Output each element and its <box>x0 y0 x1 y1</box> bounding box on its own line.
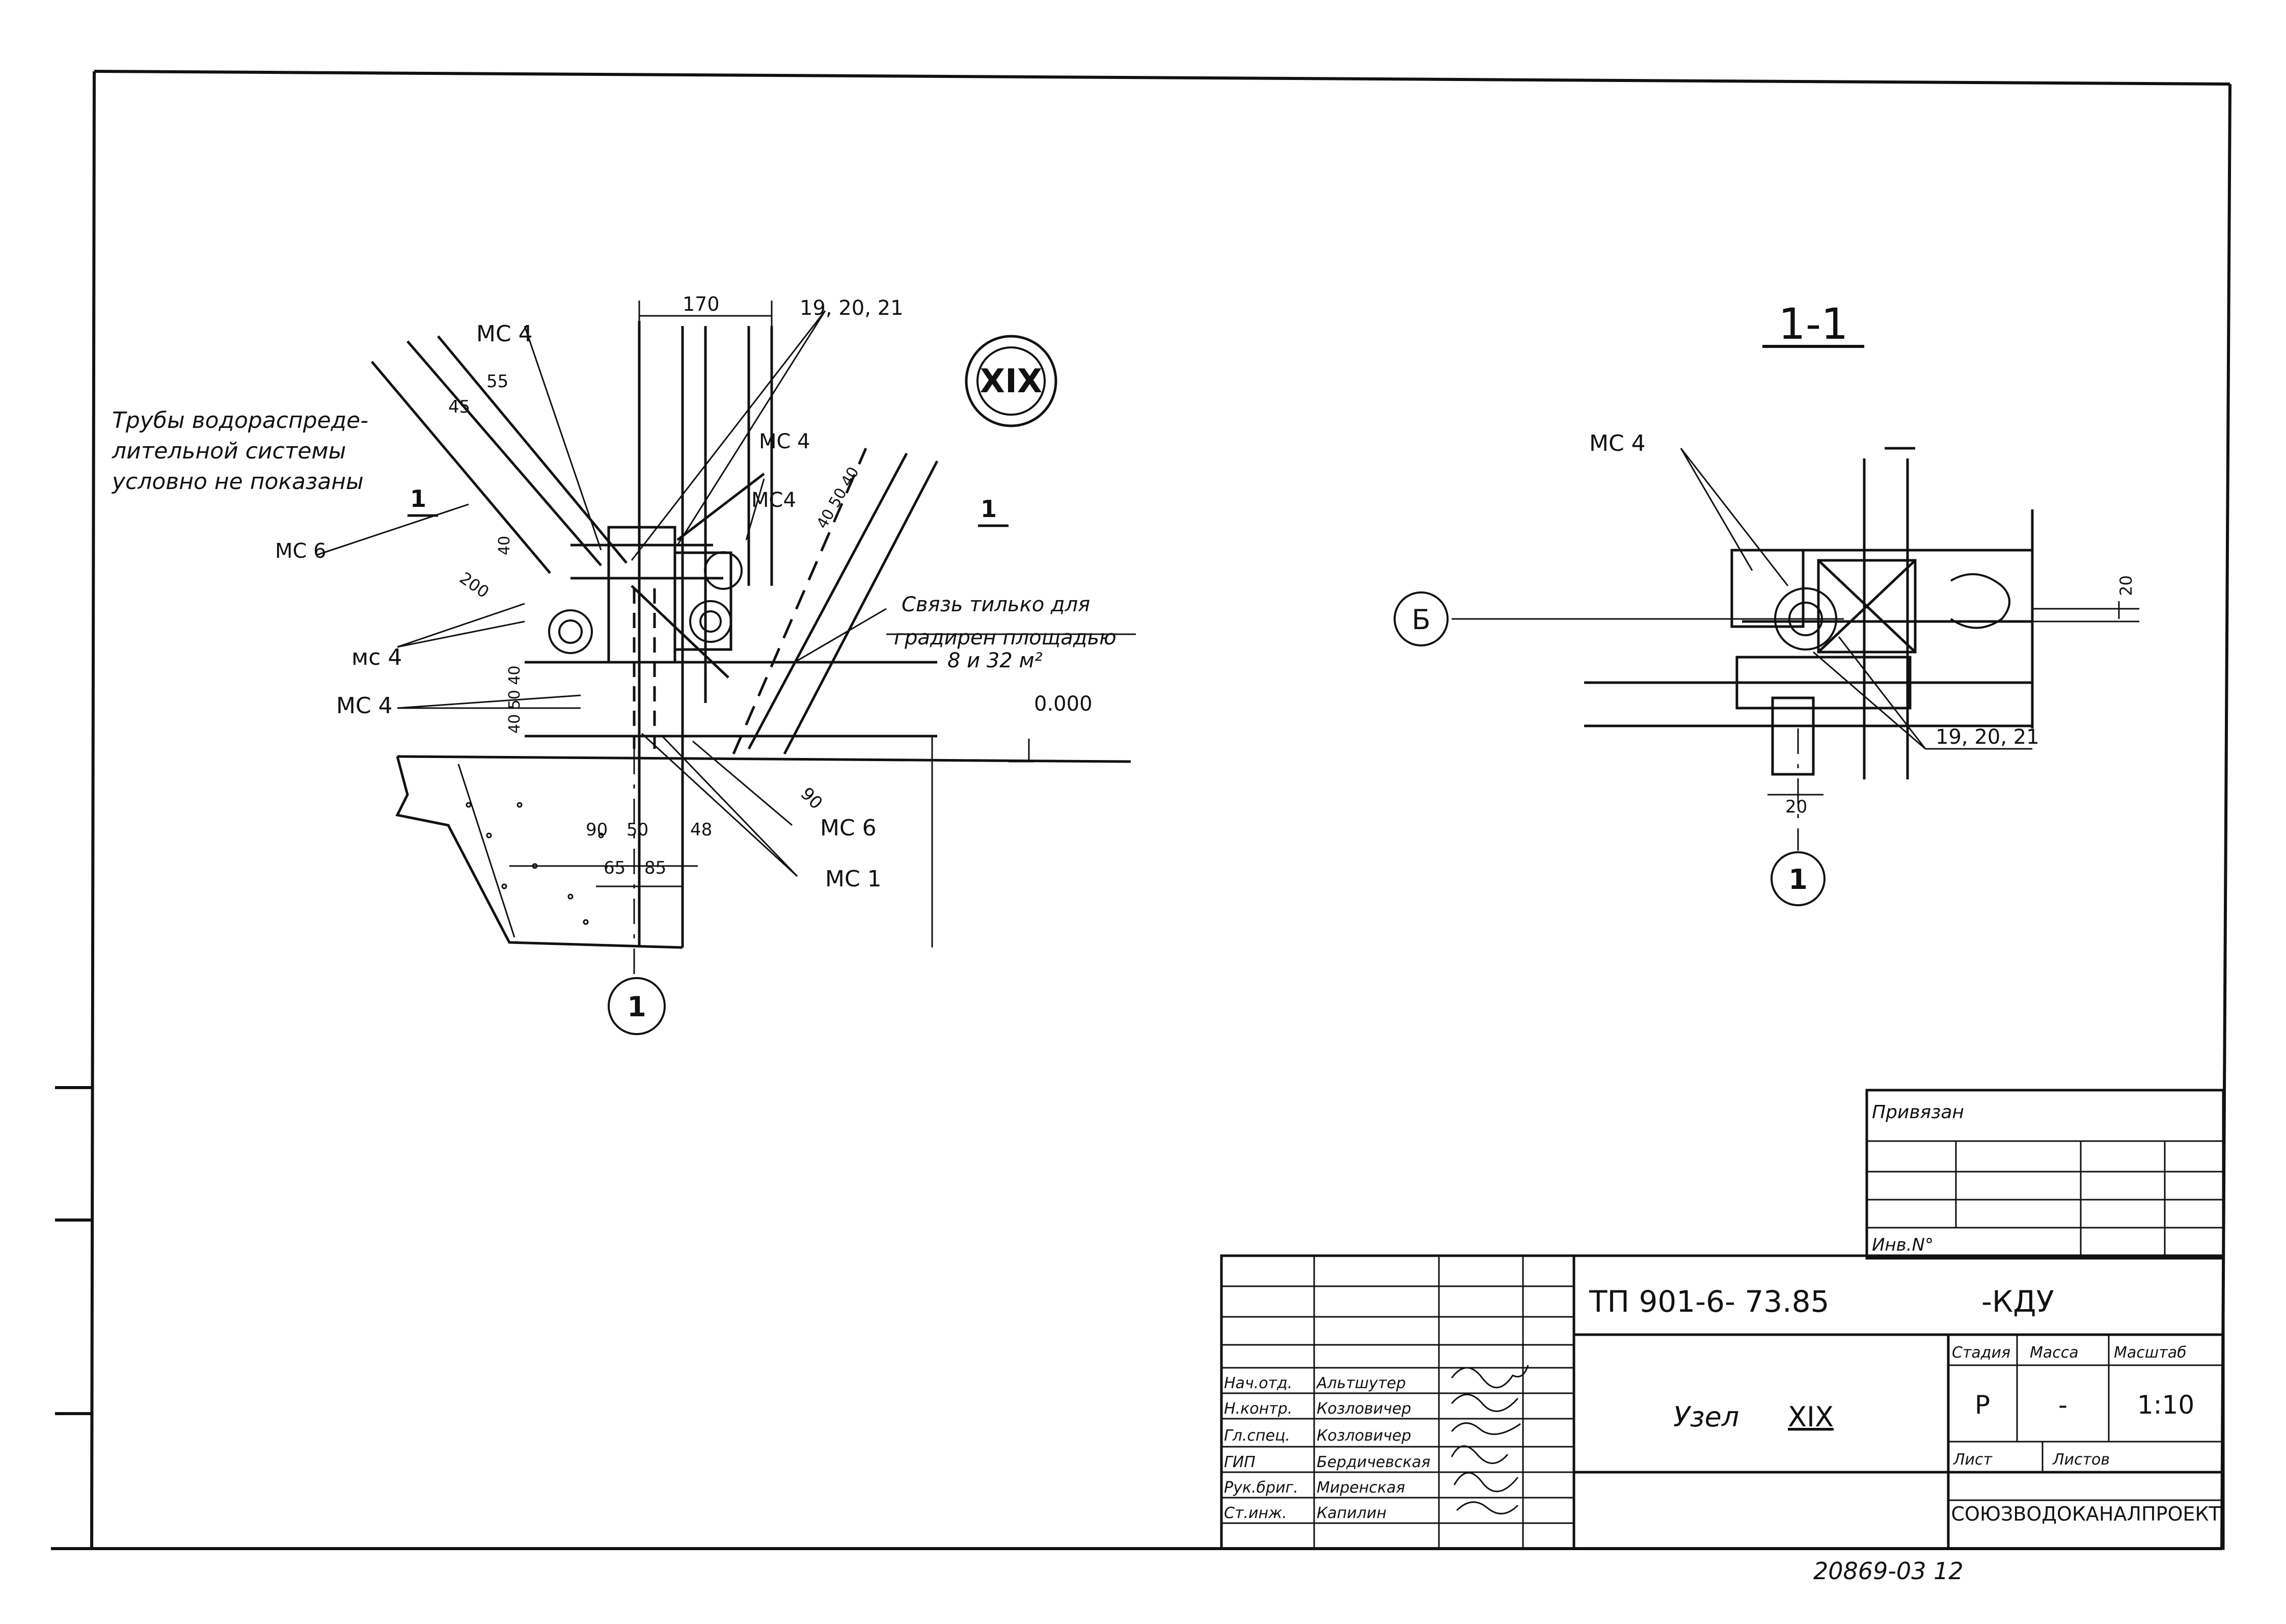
drawing-name-node: XIX <box>1788 1401 1834 1433</box>
title-block-text: Привязан Инв.N° ТП 901-6- 73.85 -КДУ Узе… <box>1224 1102 2221 1585</box>
node-view <box>315 301 1136 1035</box>
note-pipes-line1: Трубы водораспреде- <box>112 408 368 434</box>
staff-role: Н.контр. <box>1224 1400 1292 1418</box>
privyazan-label: Привязан <box>1872 1102 1964 1123</box>
section-label-mc4: МС 4 <box>1589 430 1646 456</box>
staff-role: Ст.инж. <box>1224 1504 1287 1522</box>
staff-name: Козловичер <box>1317 1400 1411 1418</box>
section-label-parts: 19, 20, 21 <box>1936 725 2039 749</box>
title-block <box>1220 1089 2225 1550</box>
note-bracing-line2: градирен площадью <box>894 626 1117 649</box>
signatures <box>1451 1365 1529 1514</box>
footer-number: 20869-03 12 <box>1813 1557 1964 1585</box>
staff-name: Козловичер <box>1317 1427 1411 1445</box>
dim-85: 85 <box>644 858 666 878</box>
label-mc4-left1: мс 4 <box>351 644 402 670</box>
section-dim-20-right: 20 <box>2116 575 2136 596</box>
label-mc1: МС 1 <box>825 866 882 892</box>
drawing-name: Узел <box>1673 1401 1739 1433</box>
inv-no-label: Инв.N° <box>1872 1235 1934 1255</box>
dim-55: 55 <box>486 371 508 392</box>
note-bracing-line3: 8 и 32 м² <box>947 649 1043 672</box>
sheet-label: Лист <box>1953 1451 1993 1469</box>
label-mc4-right1: МС 4 <box>759 430 810 453</box>
label-mc4-top: МС 4 <box>476 321 533 347</box>
staff-role: ГИП <box>1224 1453 1256 1471</box>
staff-name: Бердичевская <box>1317 1453 1430 1471</box>
section-mark-right: 1 <box>981 495 997 523</box>
section-view <box>1394 345 2139 906</box>
section-mark-left: 1 <box>410 485 426 512</box>
note-bracing-line1: Связь тилько для <box>902 593 1090 616</box>
label-mc4-right2: МС4 <box>751 489 796 512</box>
value-stage: Р <box>1975 1390 1990 1420</box>
dim-200: 200 <box>456 568 493 602</box>
dim-170: 170 <box>683 293 720 315</box>
dim-40-50-40-vert: 40 50 40 <box>506 665 524 734</box>
staff-list: Нач.отд. Альтшутер Н.контр. Козловичер Г… <box>1224 1374 1430 1522</box>
node-mark: XIX <box>980 363 1043 400</box>
section-dim-20-bottom: 20 <box>1785 797 1807 817</box>
section-view-labels: 1-1 МС 4 20 19, 20, 21 20 Б 1 <box>1411 299 2136 896</box>
value-scale: 1:10 <box>2137 1390 2194 1420</box>
drawing-code-suffix: -КДУ <box>1981 1284 2054 1319</box>
staff-name: Капилин <box>1317 1504 1386 1522</box>
col-scale: Масштаб <box>2114 1344 2187 1362</box>
staff-role: Рук.бриг. <box>1224 1479 1298 1497</box>
level-0000: 0.000 <box>1034 692 1093 716</box>
staff-role: Гл.спец. <box>1224 1427 1290 1445</box>
axis-label-1-section: 1 <box>1788 863 1808 896</box>
col-mass: Масса <box>2030 1344 2079 1362</box>
label-mc6-left: МС 6 <box>275 539 326 563</box>
section-title: 1-1 <box>1778 299 1848 349</box>
dim-40: 40 <box>496 536 513 555</box>
staff-role: Нач.отд. <box>1224 1374 1292 1392</box>
note-pipes-line3: условно не показаны <box>111 469 364 495</box>
dim-45: 45 <box>448 397 470 417</box>
dim-40-50-40-diag: 40 50 40 <box>813 464 863 532</box>
dim-65: 65 <box>604 858 625 878</box>
label-mc4-left2: МС 4 <box>336 693 393 719</box>
sheet-frame <box>51 70 2231 1550</box>
col-stage: Стадия <box>1952 1344 2010 1362</box>
dim-50-bottom: 50 <box>627 820 648 840</box>
axis-label-b: Б <box>1411 604 1430 636</box>
dim-48: 48 <box>690 820 712 840</box>
note-pipes-line2: лительной системы <box>112 438 346 464</box>
drawing-code: ТП 901-6- 73.85 <box>1589 1284 1829 1319</box>
sheets-label: Листов <box>2052 1451 2110 1469</box>
axis-label-1-main: 1 <box>627 991 646 1023</box>
node-view-labels: Трубы водораспреде- лительной системы ус… <box>111 293 1117 1023</box>
staff-name: Альтшутер <box>1316 1374 1406 1392</box>
dim-90-diag: 90 <box>797 783 827 814</box>
dim-90-bottom: 90 <box>586 820 608 840</box>
label-parts-top: 19, 20, 21 <box>800 296 904 320</box>
organization: СОЮЗВОДОКАНАЛПРОЕКТ <box>1951 1503 2221 1525</box>
label-mc6-bottom: МС 6 <box>820 815 877 841</box>
value-mass: - <box>2058 1390 2067 1420</box>
staff-name: Миренская <box>1317 1479 1405 1497</box>
